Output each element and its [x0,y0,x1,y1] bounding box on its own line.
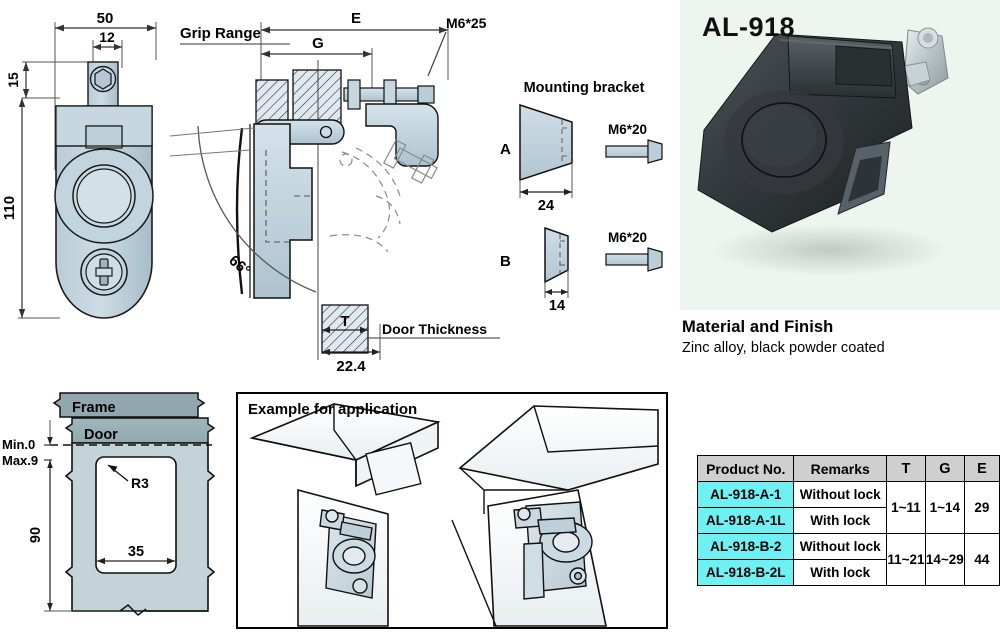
svg-text:15: 15 [5,72,21,88]
header-product-no: Product No. [696,455,795,482]
svg-text:Door: Door [84,427,118,443]
svg-text:M6*20: M6*20 [608,122,647,137]
cell-t: 11~21 [885,533,926,586]
cell-remarks: Without lock [793,481,887,508]
example-scene-left [249,403,441,627]
svg-text:M6*25: M6*25 [446,15,487,31]
svg-text:110: 110 [1,196,18,220]
keyhole-icon [95,258,113,286]
svg-text:R3: R3 [131,475,149,491]
dimension-110: 110 [1,98,26,318]
svg-text:14: 14 [549,298,565,314]
svg-text:G: G [312,35,324,52]
spec-table: Product No. Remarks T G E AL-918-A-1 Wit… [696,455,1000,586]
grip-range-label: Grip Range [180,25,290,45]
svg-text:T: T [340,313,349,330]
header-e: E [963,455,1000,482]
product-photo [697,27,949,276]
ghost-bolt [382,139,438,184]
svg-text:24: 24 [538,198,554,214]
dimension-35: 35 [97,544,175,565]
svg-text:22.4: 22.4 [336,358,366,375]
cell-remarks: With lock [793,559,887,586]
material-finish-block: Material and Finish Zinc alloy, black po… [682,318,998,356]
svg-text:Door Thickness: Door Thickness [382,321,487,337]
svg-text:Max.9: Max.9 [2,453,38,468]
svg-text:Frame: Frame [72,400,116,416]
example-application-box: Example for application [236,392,668,629]
svg-text:M6*20: M6*20 [608,230,647,245]
min-max-labels: Min.0 Max.9 [2,420,53,468]
product-title: AL-918 [702,12,796,42]
panel-with-cutout [64,442,216,616]
door-thickness-label: Door Thickness [368,321,500,339]
mounting-bracket-title: Mounting bracket [524,80,645,96]
bolt-assembly [343,79,435,110]
cell-product: AL-918-B-2 [696,533,795,560]
svg-text:90: 90 [28,527,44,543]
svg-text:Grip Range: Grip Range [180,25,261,42]
mounting-bracket-section: Mounting bracket A 24 M6*20 B [480,70,680,320]
bracket-b: B 14 [500,226,569,314]
table-row: AL-918-A-1 Without lock 1~11 1~14 29 [696,481,1000,534]
side-section-drawing: E G Grip Range M6*25 [169,0,510,380]
table-row: AL-918-B-2L With lock [696,559,1000,586]
dimension-90: 90 [28,460,120,612]
cell-product: AL-918-A-1L [696,507,795,534]
dimension-e: E [260,10,449,80]
svg-text:B: B [500,253,511,270]
product-photo-panel: AL-918 [680,0,1000,310]
spec-table-wrapper: Product No. Remarks T G E AL-918-A-1 Wit… [696,455,1000,586]
header-remarks: Remarks [793,455,887,482]
example-scene-right [451,405,659,627]
door-band: Door [64,417,216,444]
photo-zinc-hardware [903,27,949,95]
screw-m6x20-a: M6*20 [605,122,663,164]
svg-text:12: 12 [99,29,115,45]
photo-latch-body [697,33,913,233]
table-row: AL-918-B-2 Without lock 11~21 14~29 44 [696,533,1000,586]
table-header-row: Product No. Remarks T G E [696,455,1000,482]
cell-e: 44 [963,533,1000,586]
svg-text:50: 50 [97,10,114,27]
dimension-22-4: 22.4 [322,324,381,375]
svg-text:Min.0: Min.0 [2,437,35,452]
material-text: Zinc alloy, black powder coated [682,340,885,356]
latch-front-body [54,61,154,319]
cell-g: 1~14 [924,481,965,534]
svg-text:A: A [500,141,511,158]
cell-g: 14~29 [924,533,965,586]
dimension-12: 12 [93,29,122,51]
svg-text:35: 35 [128,544,144,560]
example-application-illustration [249,403,659,627]
material-heading: Material and Finish [682,318,834,336]
frame-band: Frame [52,392,206,418]
dimension-50: 50 [55,10,156,32]
dimension-t: T [322,313,368,334]
dimension-g: G [261,35,373,95]
example-application-label: Example for application [248,401,418,418]
front-view-drawing: 50 12 15 110 [0,0,240,370]
cell-remarks: Without lock [793,533,887,560]
open-position-ghost [329,147,401,253]
screw-callout-m6x25: M6*25 [427,15,487,77]
cell-product: AL-918-A-1 [696,481,795,508]
header-g: G [924,455,965,482]
latch-side-assembly: 66° [169,60,439,360]
cell-t: 1~11 [885,481,926,534]
cell-e: 29 [963,481,1000,534]
svg-text:E: E [351,10,361,27]
radius-r3: R3 [107,464,149,491]
bracket-a: A 24 [500,103,573,214]
dimension-15: 15 [5,62,30,98]
cell-product: AL-918-B-2L [696,559,795,586]
panel-cutout-drawing: Frame Door Min.0 Max.9 R3 90 [0,385,236,632]
table-row: AL-918-A-1L With lock [696,507,1000,534]
cell-remarks: With lock [793,507,887,534]
header-t: T [885,455,926,482]
screw-m6x20-b: M6*20 [605,230,663,272]
